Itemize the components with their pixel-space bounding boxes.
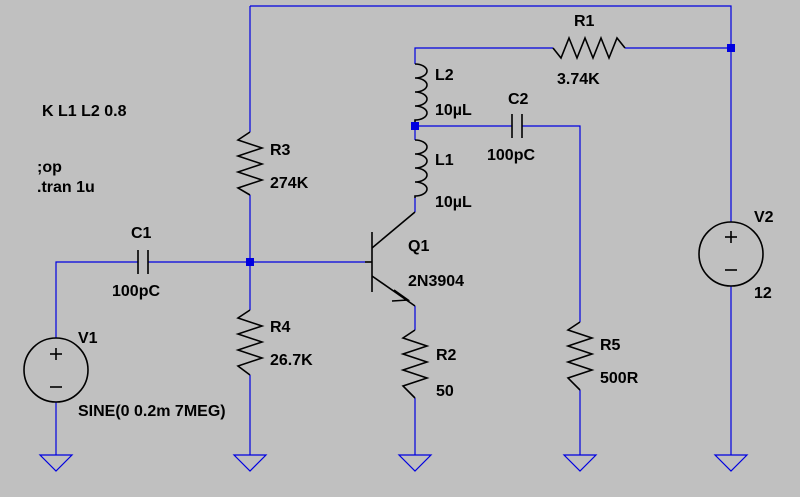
r5-value: 500R <box>600 370 639 387</box>
r3-value: 274K <box>270 175 309 192</box>
q1-name: Q1 <box>408 238 429 255</box>
resistor-r2[interactable] <box>400 329 430 399</box>
l1-value: 10µL <box>435 194 472 211</box>
ground-icon <box>562 454 598 472</box>
r1-name: R1 <box>574 13 595 30</box>
r5-name: R5 <box>600 337 621 354</box>
resistor-r4[interactable] <box>235 309 265 376</box>
ground-symbols <box>38 454 749 472</box>
r4-value: 26.7K <box>270 352 313 369</box>
l2-value: 10µL <box>435 102 472 119</box>
junction-r1-v2 <box>727 44 735 52</box>
junction-base <box>246 258 254 266</box>
wire-v1-to-c1 <box>55 261 138 338</box>
r2-value: 50 <box>436 383 454 400</box>
c1-name: C1 <box>131 225 152 242</box>
v2-name: V2 <box>754 209 774 226</box>
resistor-r3[interactable] <box>235 131 265 196</box>
inductor-l2[interactable] <box>414 63 428 122</box>
c2-name: C2 <box>508 91 529 108</box>
ground-icon <box>38 454 74 472</box>
directive-op[interactable]: ;op <box>37 159 62 176</box>
r4-name: R4 <box>270 319 291 336</box>
l2-name: L2 <box>435 67 454 84</box>
resistor-r5[interactable] <box>565 321 595 391</box>
ground-icon <box>713 454 749 472</box>
v1-name: V1 <box>78 330 98 347</box>
r3-name: R3 <box>270 142 291 159</box>
q1-value: 2N3904 <box>408 273 464 290</box>
ground-icon <box>397 454 433 472</box>
voltage-source-v2[interactable] <box>698 221 764 287</box>
transistor-q1[interactable] <box>365 211 416 307</box>
wire-top-rail <box>250 5 732 48</box>
c2-value: 100pC <box>487 147 535 164</box>
resistor-r1[interactable] <box>552 35 626 61</box>
inductor-l1[interactable] <box>414 139 428 198</box>
directive-coupling[interactable]: K L1 L2 0.8 <box>42 103 127 120</box>
junction-l1-l2-c2 <box>411 122 419 130</box>
l1-name: L1 <box>435 152 454 169</box>
v1-value: SINE(0 0.2m 7MEG) <box>78 403 226 420</box>
directive-tran[interactable]: .tran 1u <box>37 179 95 196</box>
ground-icon <box>232 454 268 472</box>
r1-value: 3.74K <box>557 71 600 88</box>
r2-name: R2 <box>436 347 457 364</box>
wire-r1-right-to-v2 <box>625 47 732 222</box>
wire-c2-to-r5 <box>522 125 581 322</box>
c1-value: 100pC <box>112 283 160 300</box>
voltage-source-v1[interactable] <box>23 337 89 403</box>
capacitor-c2[interactable] <box>511 114 523 138</box>
wires <box>55 5 732 455</box>
v2-value: 12 <box>754 285 772 302</box>
capacitor-c1[interactable] <box>137 250 149 274</box>
wire-r1-left-to-l2 <box>414 47 553 64</box>
